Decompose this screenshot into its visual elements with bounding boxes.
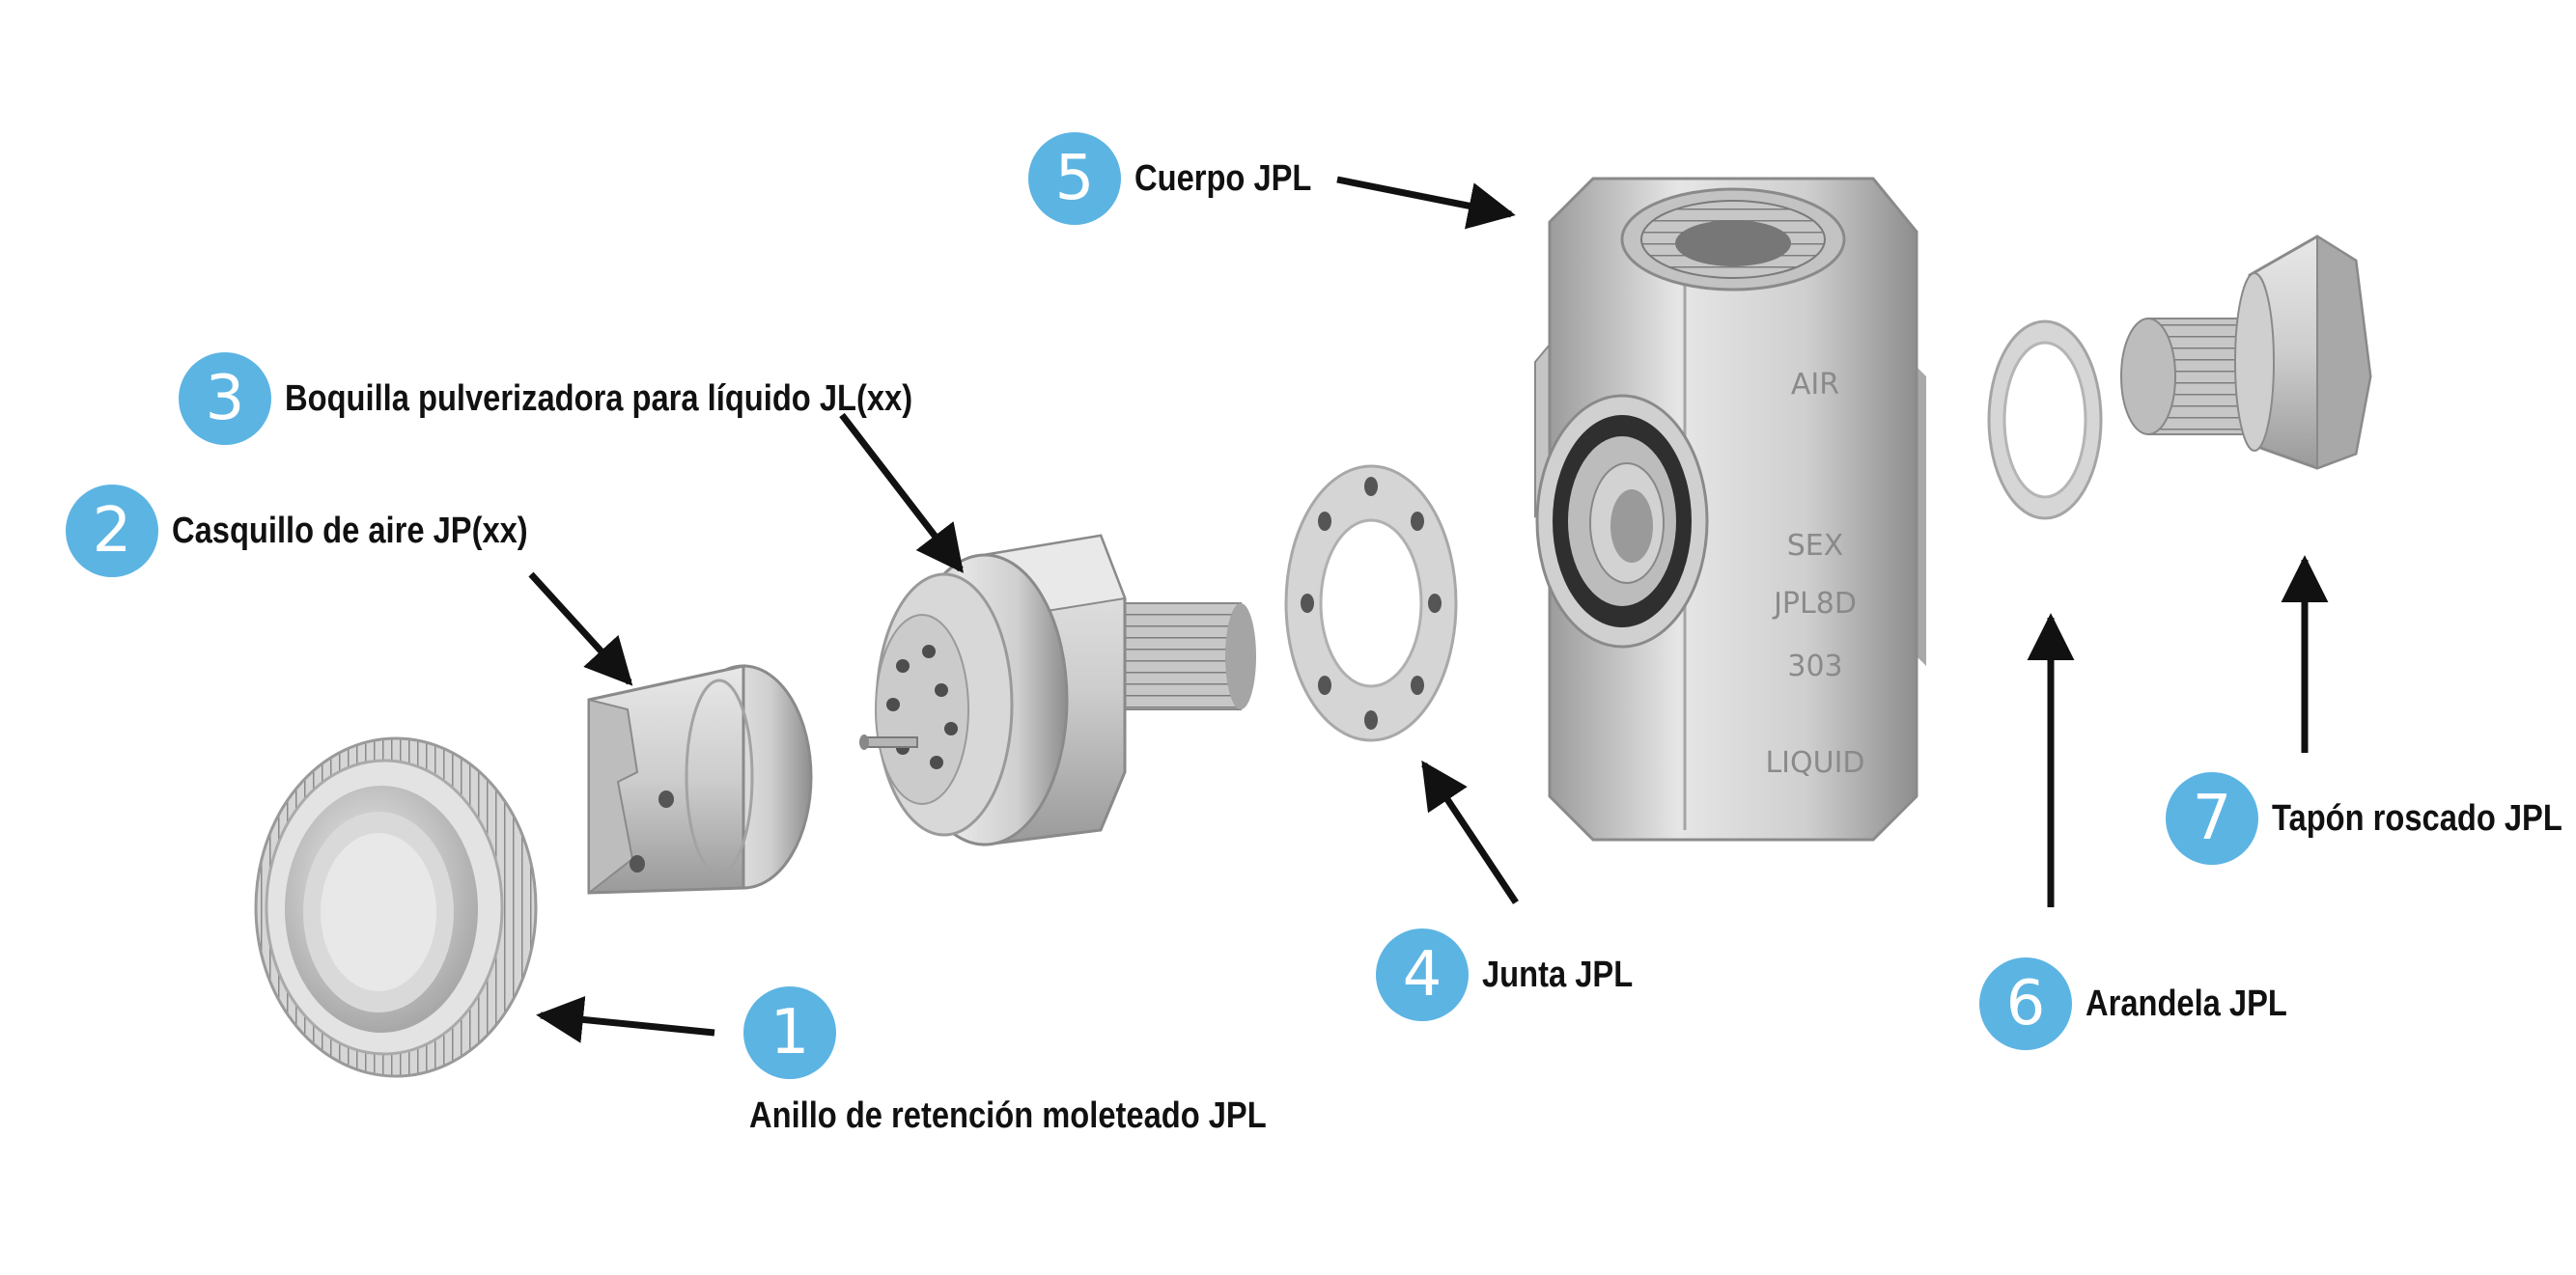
jpl-body: AIR SEX JPL8D 303 LIQUID: [1534, 177, 1926, 842]
body-marking-air: AIR: [1791, 368, 1839, 402]
arrow-part-2: [528, 571, 633, 686]
callout-part-3: 3 Boquilla pulverizadora para líquido JL…: [179, 352, 1015, 445]
liquid-spray-nozzle: [859, 534, 1256, 846]
threaded-plug: [2120, 235, 2372, 470]
label-part-6: Arandela JPL: [2086, 983, 2287, 1024]
badge-part-4: 4: [1376, 929, 1469, 1021]
arrow-part-1: [536, 996, 715, 1043]
badge-part-7: 7: [2166, 772, 2258, 865]
badge-part-1: 1: [743, 986, 836, 1079]
arrow-part-5: [1336, 176, 1516, 230]
label-part-5: Cuerpo JPL: [1134, 157, 1312, 199]
arrow-part-3: [839, 412, 964, 573]
arrow-part-4: [1421, 760, 1519, 904]
washer: [1987, 319, 2103, 520]
body-marking-sex: SEX: [1787, 529, 1844, 563]
air-cap: [587, 664, 813, 896]
callout-part-1: 1: [743, 986, 836, 1079]
label-part-7: Tapón roscado JPL: [2272, 797, 2562, 839]
badge-part-6: 6: [1979, 957, 2072, 1050]
callout-part-7: 7 Tapón roscado JPL: [2166, 772, 2576, 865]
label-part-4: Junta JPL: [1482, 954, 1634, 995]
callout-part-4: 4 Junta JPL: [1376, 929, 1658, 1021]
knurled-retaining-ring: [254, 736, 538, 1078]
badge-part-3: 3: [179, 352, 271, 445]
label-part-3: Boquilla pulverizadora para líquido JL(x…: [285, 377, 913, 419]
label-part-2: Casquillo de aire JP(xx): [172, 510, 528, 551]
gasket: [1284, 464, 1458, 742]
callout-part-6: 6 Arandela JPL: [1979, 957, 2320, 1050]
body-marking-material: 303: [1787, 650, 1842, 683]
callout-part-5: 5 Cuerpo JPL: [1028, 132, 1340, 225]
body-marking-model: JPL8D: [1772, 587, 1857, 621]
callout-part-2: 2 Casquillo de aire JP(xx): [66, 485, 586, 577]
badge-part-2: 2: [66, 485, 158, 577]
body-marking-liquid: LIQUID: [1765, 746, 1864, 780]
badge-part-5: 5: [1028, 132, 1121, 225]
label-part-1: Anillo de retención moleteado JPL: [749, 1095, 1267, 1136]
